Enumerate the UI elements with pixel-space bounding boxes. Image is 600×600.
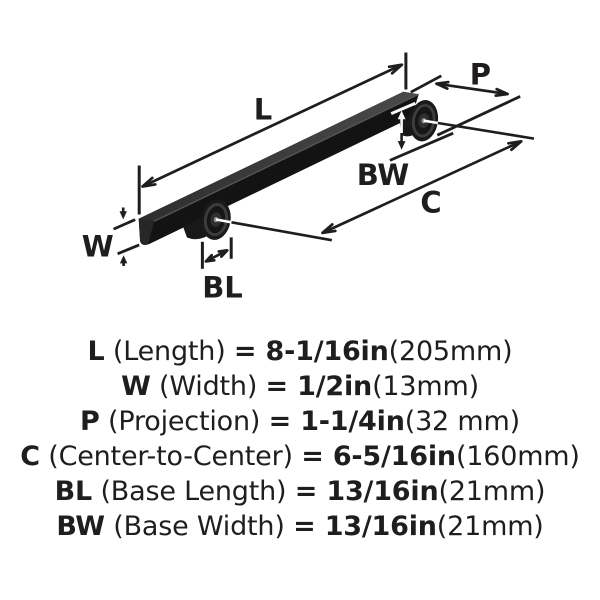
arrowhead [119, 211, 127, 220]
legend-row: P (Projection) = 1-1/4in(32 mm) [0, 404, 600, 439]
arrowhead [397, 110, 406, 120]
dim-base-length: BL [200, 237, 243, 305]
arrowhead [397, 141, 406, 150]
legend-name: (Width) [150, 371, 266, 402]
legend-metric: (160mm) [455, 441, 580, 472]
legend-metric: (205mm) [388, 336, 513, 367]
dim-length: L [137, 52, 408, 215]
legend-name: (Base Length) [92, 476, 295, 507]
dim-center-to-center: C [215, 119, 535, 242]
dimension-line [113, 218, 136, 231]
legend-symbol: W [121, 371, 151, 402]
arrowhead [204, 253, 216, 263]
legend-value: = 6-5/16in [301, 441, 456, 472]
arrowhead [321, 223, 337, 235]
dimension-diagram: L P BW C W BL [82, 52, 535, 305]
dim-label-width: W [82, 230, 114, 264]
legend-name: (Projection) [99, 406, 269, 437]
legend-metric: (21mm) [436, 511, 544, 542]
arrowhead [435, 80, 450, 90]
legend-symbol: BL [54, 476, 93, 507]
dimension-line [423, 119, 439, 125]
dim-width: W [82, 207, 140, 266]
dimension-line [410, 74, 442, 94]
dimension-line [141, 63, 403, 188]
legend-metric: (13mm) [372, 371, 479, 402]
legend-metric: (32 mm) [404, 406, 520, 437]
legend-symbol: P [80, 406, 100, 437]
legend-row: BL (Base Length) = 13/16in(21mm) [0, 474, 600, 509]
dimension-line [436, 95, 521, 137]
arrowhead [494, 87, 509, 97]
dimension-line [436, 82, 508, 96]
legend-row: BW (Base Width) = 13/16in(21mm) [0, 509, 600, 544]
arrowhead [141, 176, 157, 188]
legend-symbol: L [87, 336, 105, 367]
legend-metric: (21mm) [438, 476, 546, 507]
dim-label-center-to-center: C [420, 185, 441, 219]
bar-edge-highlight [153, 93, 420, 222]
dimension-line [117, 243, 140, 256]
legend-value: = 8-1/16in [233, 336, 389, 367]
dim-label-projection: P [470, 58, 491, 92]
legend-value: = 13/16in [293, 511, 437, 542]
legend-name: (Length) [104, 336, 234, 367]
bar-top-face [138, 91, 419, 222]
arrowhead [217, 249, 229, 258]
dimension-line [231, 221, 333, 242]
legend-value: = 1-1/4in [268, 406, 405, 437]
dimension-line [437, 121, 535, 140]
dimension-line [215, 218, 232, 224]
handle-drawing [138, 91, 439, 245]
legend-value: = 13/16in [294, 476, 439, 507]
arrowhead [387, 63, 404, 75]
bar-end-face [138, 218, 155, 245]
legend-symbol: BW [56, 511, 105, 542]
legend-symbol: C [20, 441, 40, 472]
legend-row: C (Center-to-Center) = 6-5/16in(160mm) [0, 439, 600, 474]
dim-label-base-length: BL [202, 271, 243, 305]
legend-value: = 1/2in [265, 371, 373, 402]
legend-row: L (Length) = 8-1/16in(205mm) [0, 334, 600, 369]
legend-name: (Center-to-Center) [39, 441, 302, 472]
dimension-legend: L (Length) = 8-1/16in(205mm) W (Width) =… [0, 334, 600, 544]
dimension-line [389, 131, 454, 162]
legend-row: W (Width) = 1/2in(13mm) [0, 369, 600, 404]
arrowhead [119, 255, 128, 264]
dim-projection: P [410, 58, 521, 137]
dim-base-width: BW [357, 101, 454, 192]
legend-name: (Base Width) [104, 511, 294, 542]
dim-label-base-width: BW [357, 158, 410, 192]
arrowhead [507, 139, 523, 152]
dim-label-length: L [254, 93, 272, 127]
dimension-line [321, 140, 522, 235]
dimension-line [390, 101, 416, 115]
